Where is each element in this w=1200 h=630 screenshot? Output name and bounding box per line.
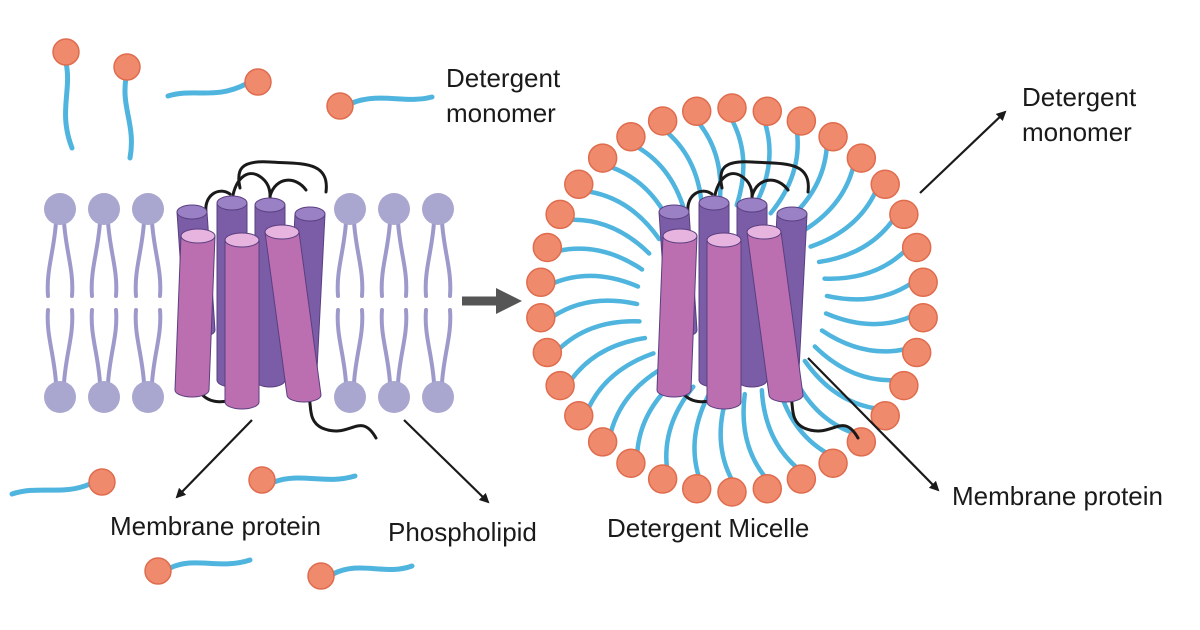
micelle-detergent <box>532 232 645 272</box>
phospholipid <box>132 193 164 413</box>
micelle-detergent <box>616 375 681 478</box>
detergent-monomer <box>165 68 272 99</box>
helix-cylinder <box>174 228 216 398</box>
detergent-monomer <box>9 468 116 497</box>
micelle-detergent <box>545 199 652 256</box>
detergent-monomer <box>248 466 358 494</box>
arrow-membrane-protein-left <box>175 419 253 499</box>
helix-cylinder <box>706 232 742 410</box>
detergent-monomer-label-left-line2: monomer <box>446 98 556 128</box>
micelle-detergent <box>564 169 662 242</box>
micelle-detergent <box>802 358 900 431</box>
micelle-detergent <box>822 232 932 281</box>
phospholipid <box>378 193 410 413</box>
micelle-detergent <box>532 319 642 368</box>
arrow-detergent-monomer-right <box>919 110 1007 194</box>
micelle-detergent <box>808 169 900 249</box>
membrane-protein-label-left: Membrane protein <box>110 511 321 541</box>
micelle-detergent <box>717 93 747 208</box>
membrane-protein-label-right: Membrane protein <box>952 481 1163 511</box>
micelle-detergent <box>564 351 656 431</box>
micelle-detergent <box>681 390 713 504</box>
micelle-detergent <box>587 364 667 457</box>
helix-cylinder <box>224 232 260 410</box>
detergent-monomer-label-right-line1: Detergent <box>1022 82 1137 112</box>
micelle-detergent <box>526 298 640 333</box>
micelle-detergent <box>526 267 641 298</box>
phospholipid <box>334 193 366 413</box>
micelle-detergent <box>768 106 817 216</box>
micelle-detergent <box>819 328 932 368</box>
detergent-monomer <box>326 92 435 120</box>
pointer-arrows <box>175 110 1007 504</box>
labels: Detergent monomer Detergent monomer Memb… <box>110 63 1163 547</box>
arrow-phospholipid <box>403 419 490 504</box>
detergent-monomer-label-left-line1: Detergent <box>446 63 561 93</box>
detergent-monomer-label-right-line2: monomer <box>1022 117 1132 147</box>
phospholipid <box>88 193 120 413</box>
micelle-detergent <box>823 302 938 333</box>
detergent-monomer <box>52 38 80 151</box>
micelle-detergent <box>759 387 817 494</box>
detergent-micelle-label: Detergent Micelle <box>607 513 809 543</box>
micelle-detergent <box>741 391 783 504</box>
detergent-monomer <box>307 562 415 590</box>
micelle-detergent <box>812 344 919 401</box>
micelle-detergent <box>816 199 919 265</box>
micelle-detergent <box>797 143 877 236</box>
phospholipid-label: Phospholipid <box>388 517 537 547</box>
membrane-protein-in-micelle <box>656 160 860 440</box>
free-detergent-monomers <box>9 38 435 590</box>
helix-cylinder <box>656 228 698 398</box>
phospholipid <box>422 193 454 413</box>
helix-cylinder <box>264 224 322 403</box>
micelle-detergent <box>545 335 648 401</box>
arrow-membrane-protein-right <box>807 357 940 492</box>
phospholipid <box>44 193 76 413</box>
micelle-detergent <box>824 267 938 302</box>
detergent-monomer <box>113 53 141 161</box>
process-arrow <box>462 288 522 314</box>
phospholipid-bilayer <box>44 193 454 413</box>
detergent-monomer <box>144 557 253 585</box>
micelle-detergent <box>751 96 783 210</box>
membrane-protein-in-bilayer <box>174 160 378 440</box>
micelle-detergent <box>616 122 689 220</box>
detergent-micelle <box>526 93 938 507</box>
helix-cylinder <box>746 224 804 403</box>
